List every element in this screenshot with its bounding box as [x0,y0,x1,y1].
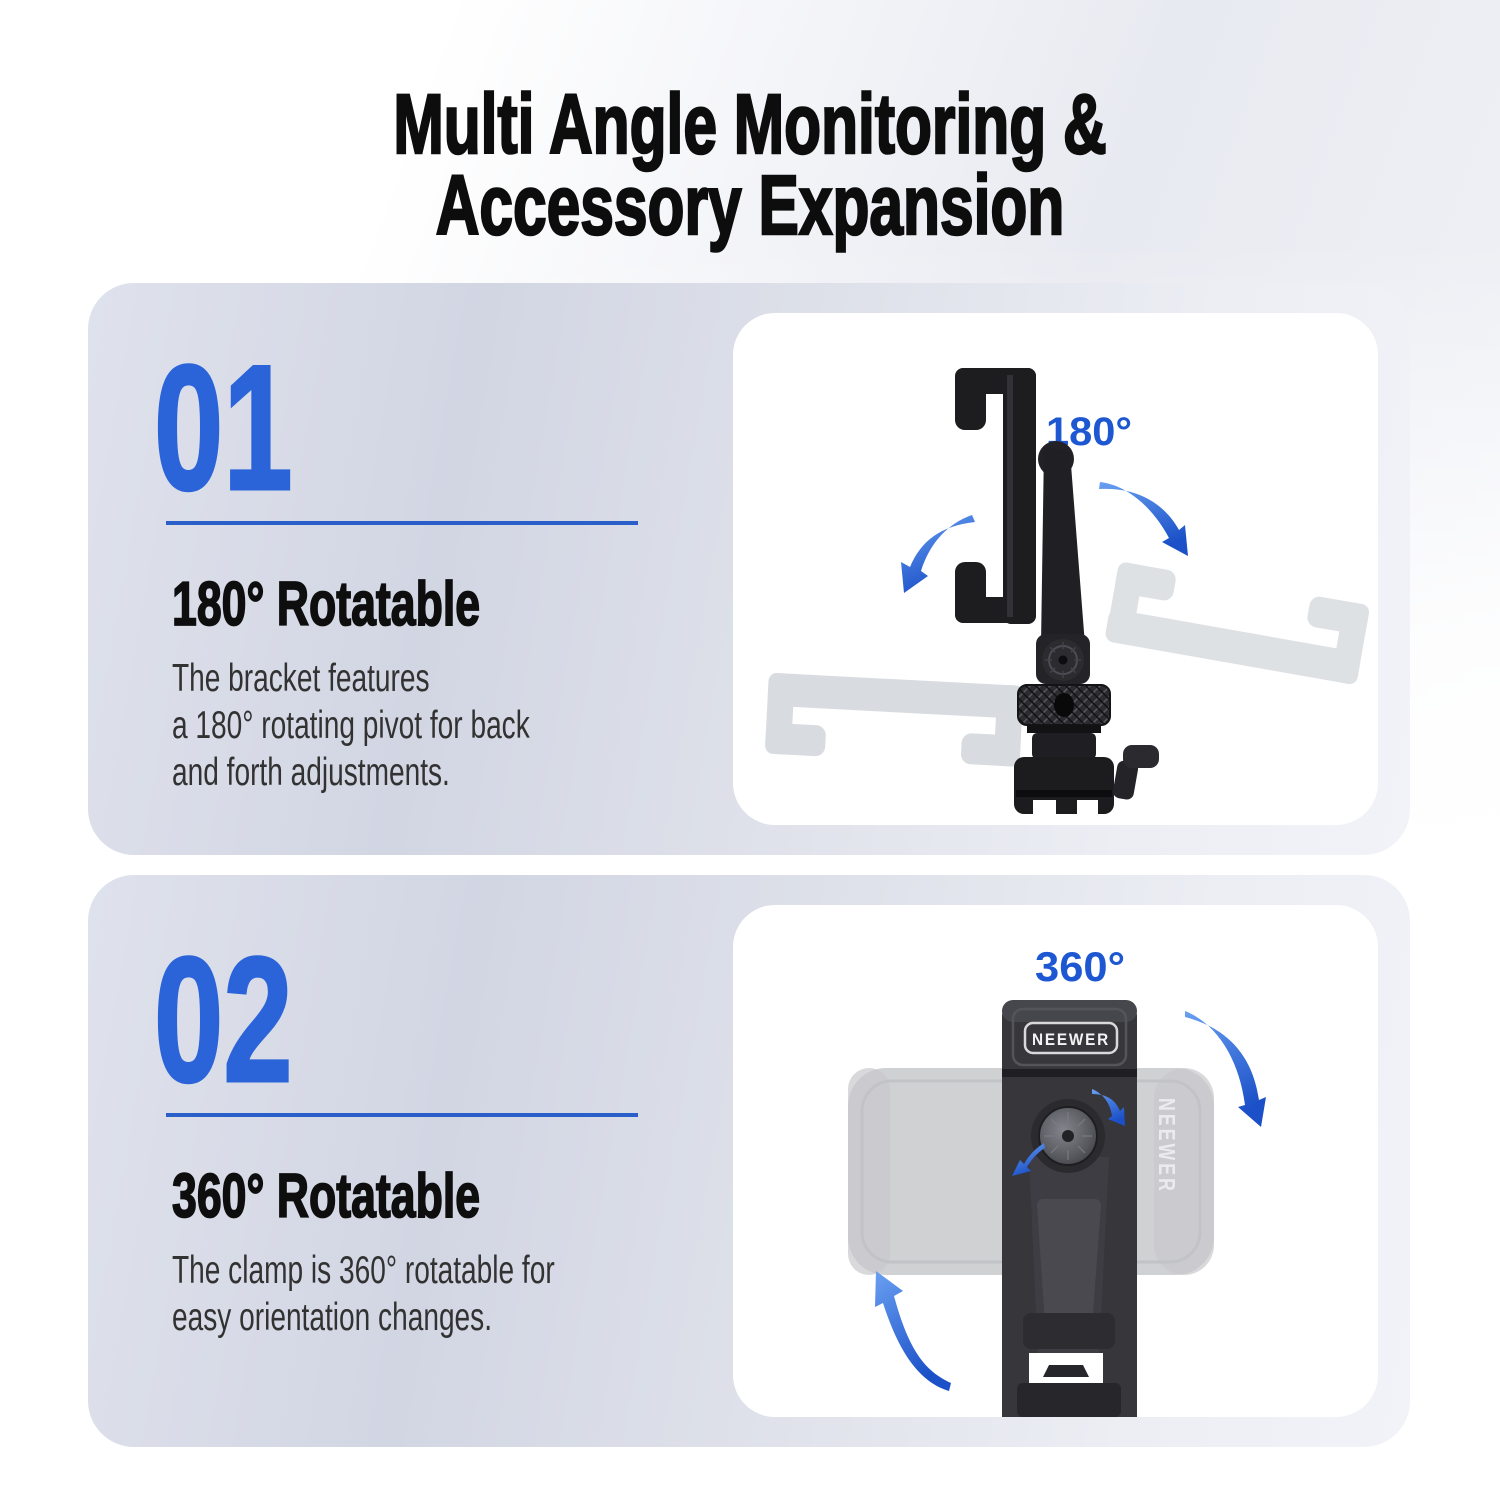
pivot-hub [1031,1099,1105,1173]
spine-highlight [1007,375,1013,617]
clamp-body: NEEWER [1002,1000,1137,1417]
divider-line [166,521,638,525]
ghost-bracket-left [764,672,1025,767]
angle-label-360: 360° [1035,943,1125,990]
hub-arrow-counterclockwise-icon [1012,1143,1045,1176]
figure-180-illustration: 180° [764,368,1371,816]
section-heading: 360° Rotatable [171,1162,481,1232]
section-number: 02 [153,920,294,1119]
section-description: The clamp is 360° rotatable for easy ori… [172,1249,555,1339]
knob-base-plate [1027,725,1101,733]
pivot-arm [1041,446,1085,645]
rotate-clockwise-arrow-icon [1185,1011,1266,1127]
section-description: The bracket features a 180° rotating piv… [172,657,530,794]
folding-foot [1017,1313,1121,1417]
product-figure-180: 180° [733,313,1378,825]
page-title-line1: Multi Angle Monitoring & [392,77,1107,171]
rotate-left-arrow-icon [901,515,975,593]
product-figure-360: 360° NEEWER [733,905,1378,1417]
rotate-right-arrow-icon [1099,482,1188,556]
section-heading: 180° Rotatable [171,570,481,640]
clamp-top-highlight [1002,1000,1137,1022]
figure-360-illustration: 360° NEEWER [848,943,1266,1417]
rotate-counterclockwise-arrow-icon [875,1271,951,1391]
feature-card-180-rotatable: 01 180° Rotatable The bracket features a… [88,283,1410,855]
divider-line [166,1113,638,1117]
thumb-lever [1112,745,1159,800]
cold-shoe-mount [1014,757,1114,816]
pivot-disc [1042,639,1084,681]
ghost-bracket-right [1104,561,1371,686]
clamp-seam [1002,1069,1137,1077]
mount-neck [1032,733,1096,759]
knob-hole [1054,693,1074,717]
page-title: Multi Angle Monitoring & Accessory Expan… [210,77,1290,252]
ghost-brand-label: NEEWER [1154,1098,1180,1194]
brand-badge: NEEWER [1023,1021,1119,1055]
page-title-line2: Accessory Expansion [435,158,1065,252]
clamp-groove [1011,1007,1128,1067]
feature-card-360-rotatable: 02 360° Rotatable The clamp is 360° rota… [88,875,1410,1447]
brand-label: NEEWER [1032,1030,1110,1049]
phone-clamp-bracket [955,368,1159,816]
hub-arrow-clockwise-icon [1092,1089,1125,1126]
section-number: 01 [153,328,294,527]
